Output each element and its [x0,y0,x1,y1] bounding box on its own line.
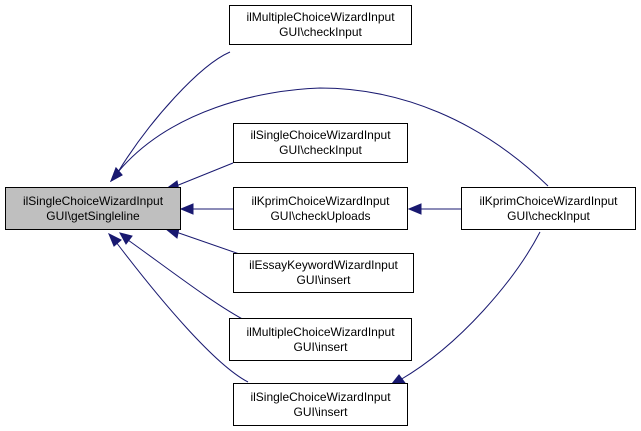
node-mc-checkinput-line2: GUI\checkInput [279,25,362,39]
edge-sc-check-to-root [175,162,234,187]
node-sc-checkinput[interactable]: ilSingleChoiceWizardInput GUI\checkInput [233,123,408,163]
node-root-line1: ilSingleChoiceWizardInput [22,193,164,208]
node-kp-checkuploads-line2: GUI\checkUploads [270,208,371,223]
node-mc-insert[interactable]: ilMultipleChoiceWizardInput GUI\insert [229,318,412,361]
edge-kp-check-to-root [117,87,549,187]
edge-kp-check-to-sc-insert [399,231,541,381]
node-essay-insert-line1: ilEssayKeywordWizardInput [249,258,398,272]
arrowhead-sc-insert [108,232,122,247]
edge-sc-insert-to-root [115,241,249,383]
node-kp-checkinput-line2: GUI\checkInput [507,208,590,223]
node-essay-insert[interactable]: ilEssayKeywordWizardInput GUI\insert [233,253,414,293]
node-mc-insert-line2: GUI\insert [293,339,348,354]
node-mc-insert-line1: ilMultipleChoiceWizardInput [246,324,395,339]
node-mc-checkinput[interactable]: ilMultipleChoiceWizardInput GUI\checkInp… [229,5,412,45]
edge-essay-to-root [175,231,249,258]
node-sc-checkinput-line1: ilSingleChoiceWizardInput [250,128,391,142]
node-sc-insert-line2: GUI\insert [293,404,348,419]
node-mc-checkinput-line1: ilMultipleChoiceWizardInput [246,10,395,24]
node-sc-checkinput-line2: GUI\checkInput [279,143,362,157]
edge-mc-insert-to-root [127,239,249,323]
node-sc-insert-line1: ilSingleChoiceWizardInput [250,389,391,404]
node-root-getsingleline: ilSingleChoiceWizardInput GUI\getSinglel… [5,187,181,230]
arrowhead-kp-check-uploads [407,203,422,215]
node-sc-insert[interactable]: ilSingleChoiceWizardInput GUI\insert [233,383,408,426]
arrowhead-kp-check [110,167,123,183]
node-kp-checkuploads[interactable]: ilKprimChoiceWizardInput GUI\checkUpload… [233,187,408,230]
arrowhead-kp-uploads [179,203,194,215]
edge-mc-check-to-root [117,51,231,173]
node-kp-checkinput-line1: ilKprimChoiceWizardInput [479,193,618,208]
node-kp-checkuploads-line1: ilKprimChoiceWizardInput [251,193,390,208]
node-kp-checkinput[interactable]: ilKprimChoiceWizardInput GUI\checkInput [461,187,636,230]
node-essay-insert-line2: GUI\insert [296,273,351,287]
arrowhead-mc-insert [119,232,133,245]
node-root-line2: GUI\getSingleline [46,208,140,223]
